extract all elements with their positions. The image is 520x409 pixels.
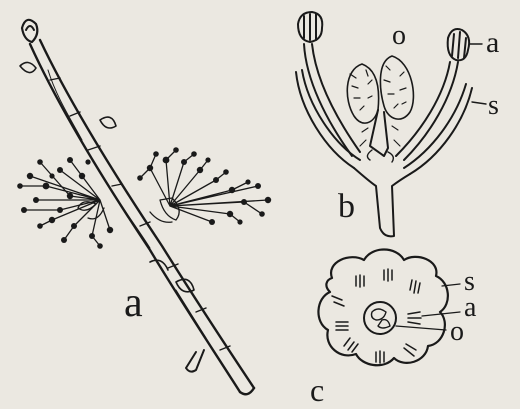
figure-c-label: c	[310, 374, 324, 406]
sepal-label-b: s	[488, 92, 499, 120]
anther-label-c: a	[464, 294, 476, 322]
ovary-label-c: o	[450, 318, 464, 346]
figure-b-label: b	[338, 190, 355, 224]
figure-a-label: a	[124, 282, 143, 324]
ovary-label-b: o	[392, 22, 406, 50]
anther-label-b: a	[486, 28, 499, 58]
